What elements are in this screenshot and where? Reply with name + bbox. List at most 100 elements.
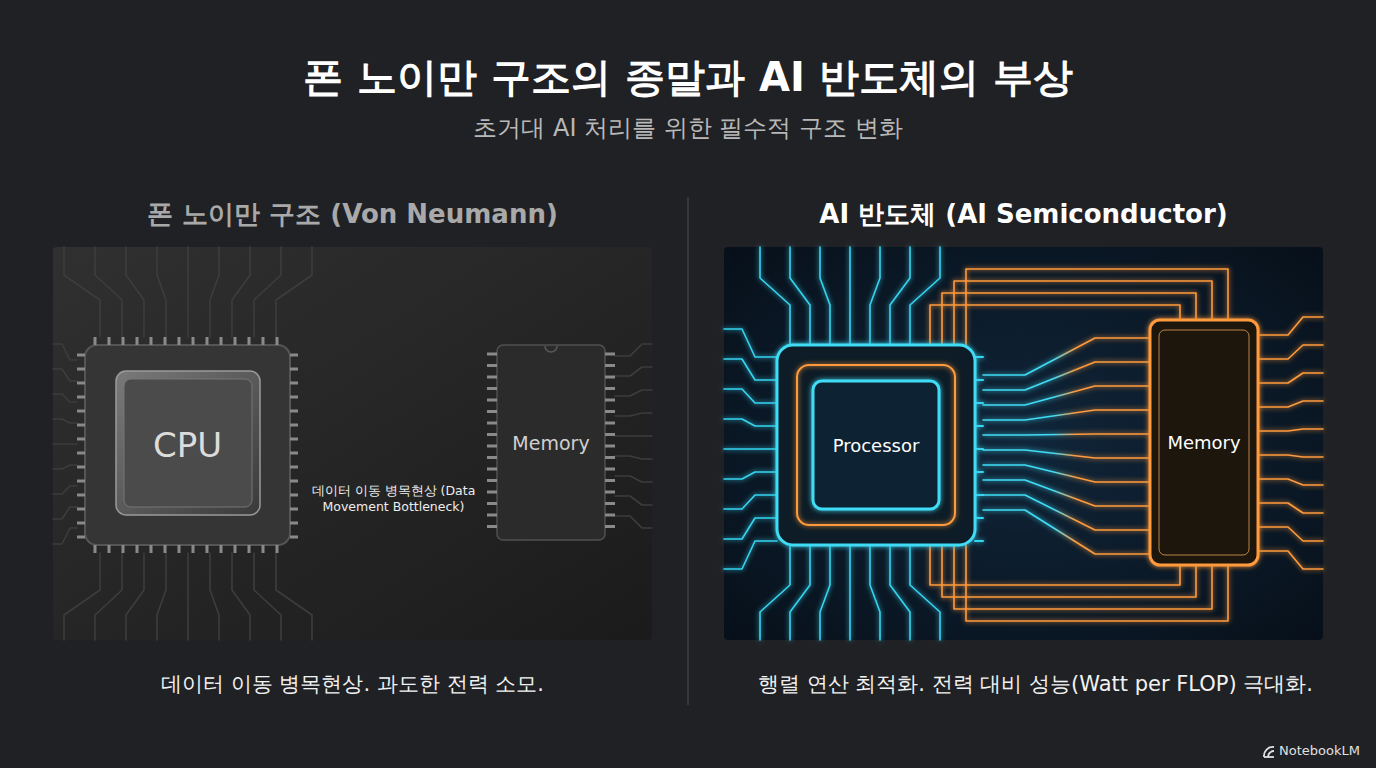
- circuit-trace: [276, 247, 312, 337]
- circuit-trace: [724, 518, 777, 539]
- chip-pin: [220, 337, 223, 345]
- chip-pin: [487, 364, 497, 367]
- chip-pin: [122, 337, 125, 345]
- circuit-trace: [1258, 455, 1323, 457]
- circuit-trace: [983, 495, 1150, 530]
- panel-description: 행렬 연산 최적화. 전력 대비 성능(Watt per FLOP) 극대화.: [736, 670, 1335, 698]
- circuit-trace: [1258, 527, 1323, 541]
- chip-pin: [276, 545, 279, 553]
- processor-frame: [777, 345, 975, 545]
- chip-pin: [178, 337, 181, 345]
- circuit-trace: [157, 247, 166, 337]
- chip-pin: [290, 452, 298, 455]
- circuit-trace: [790, 545, 810, 640]
- circuit-trace: [1258, 503, 1323, 513]
- chip-pin: [122, 545, 125, 553]
- circuit-trace: [95, 247, 122, 337]
- chip-pin: [108, 337, 111, 345]
- chip-pin: [77, 452, 85, 455]
- cpu-die: [116, 371, 260, 515]
- chip-pin: [605, 364, 615, 367]
- chip-pin: [77, 410, 85, 413]
- chip-pin: [605, 410, 615, 413]
- chip-pin: [150, 337, 153, 345]
- circuit-trace: [983, 410, 1150, 420]
- cpu-package: [85, 345, 290, 545]
- chip-pin: [262, 545, 265, 553]
- circuit-trace: [983, 338, 1150, 375]
- circuit-trace: [210, 553, 219, 640]
- circuit-trace: [232, 247, 250, 337]
- chip-pin: [290, 522, 298, 525]
- chip-pin: [178, 545, 181, 553]
- chip-pin: [77, 508, 85, 511]
- circuit-trace: [724, 448, 777, 450]
- circuit-trace: [53, 369, 77, 381]
- circuit-trace: [1258, 373, 1323, 383]
- title: 폰 노이만 구조의 종말과 AI 반도체의 부상: [0, 50, 1376, 105]
- chip-pin: [605, 433, 615, 436]
- chip-pins: [487, 354, 615, 527]
- circuit-trace: [615, 367, 652, 376]
- chip-pin: [290, 424, 298, 427]
- circuit-trace: [53, 394, 77, 402]
- circuit-trace: [760, 247, 790, 345]
- circuit-trace: [724, 329, 777, 357]
- circuit-trace: [615, 476, 652, 482]
- chip-pin: [605, 387, 615, 390]
- memory-inner: [1159, 330, 1249, 555]
- memory-chip: Memory: [1150, 320, 1258, 565]
- cpu-die-top: [124, 379, 252, 507]
- circuit-trace: [870, 545, 880, 640]
- chip-pin: [290, 368, 298, 371]
- circuit-trace: [187, 247, 189, 337]
- chip-pin: [605, 514, 615, 517]
- chip-pin: [290, 494, 298, 497]
- chip-pin: [605, 399, 615, 402]
- chip-pin: [108, 545, 111, 553]
- circuit-trace: [254, 247, 281, 337]
- circuit-trace: [1258, 429, 1323, 431]
- memory-package: [497, 345, 605, 540]
- chip-pin: [77, 536, 85, 539]
- circuit-trace: [53, 486, 77, 494]
- circuit-trace: [910, 247, 940, 345]
- chip-pin: [94, 545, 97, 553]
- circuit-trace: [790, 247, 810, 345]
- processor-chip: Processor: [777, 345, 975, 545]
- circuit-trace: [53, 465, 77, 469]
- circuit-trace: [983, 386, 1150, 405]
- panel-ground: [53, 247, 652, 640]
- chip-pin: [220, 545, 223, 553]
- chip-pin: [605, 468, 615, 471]
- chip-pin: [487, 479, 497, 482]
- chip-pin: [290, 536, 298, 539]
- circuit-trace: [95, 553, 122, 640]
- chip-pin: [77, 438, 85, 441]
- chip-pin: [605, 376, 615, 379]
- chip-pin: [487, 514, 497, 517]
- chip-pin: [487, 410, 497, 413]
- circuit-trace: [232, 553, 250, 640]
- cpu-chip: CPU: [85, 345, 290, 545]
- circuit-traces: [724, 247, 1323, 640]
- circuit-trace: [126, 553, 144, 640]
- chip-notch: [545, 346, 557, 352]
- circuit-trace: [910, 545, 940, 640]
- circuit-trace: [849, 545, 851, 640]
- chip-pin: [234, 545, 237, 553]
- chip-pin: [487, 399, 497, 402]
- circuit-trace: [53, 344, 77, 360]
- chip-pin: [192, 337, 195, 345]
- chip-pin: [605, 502, 615, 505]
- circuit-traces: [53, 247, 652, 640]
- circuit-trace: [276, 553, 312, 640]
- chip-label: Memory: [512, 432, 589, 454]
- panel-ground: [724, 247, 1323, 640]
- circuit-trace: [983, 434, 1150, 435]
- chip-pin: [206, 545, 209, 553]
- circuit-trace: [870, 247, 880, 345]
- panel: AI 반도체 (AI Semiconductor)행렬 연산 최적화. 전력 대…: [724, 247, 1323, 640]
- circuit-trace: [983, 480, 1150, 506]
